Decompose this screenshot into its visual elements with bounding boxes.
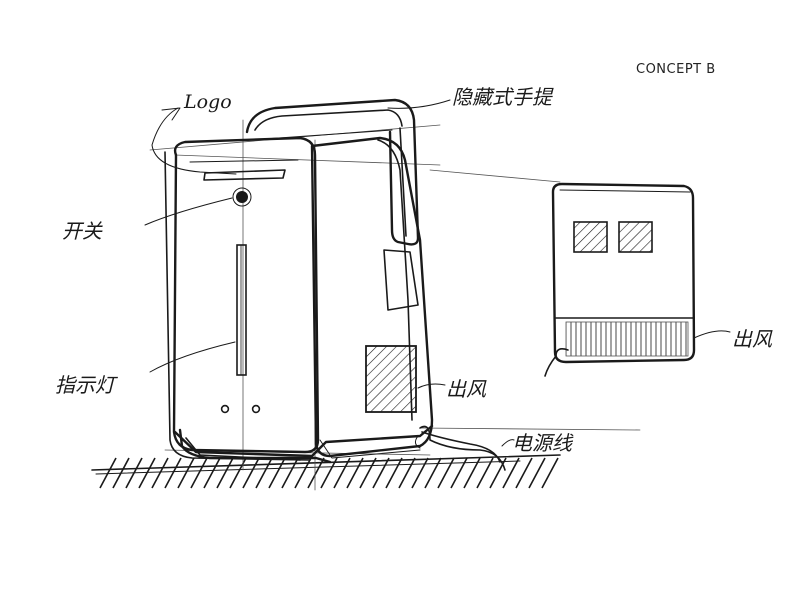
ground-stroke	[398, 457, 416, 489]
ground-stroke	[463, 457, 481, 489]
device-base	[173, 424, 434, 461]
annotation-vent-back: 出风	[732, 327, 773, 351]
ground-stroke	[502, 457, 520, 489]
ground-stroke	[437, 457, 455, 489]
back-view	[544, 182, 696, 377]
ground-stroke	[385, 457, 403, 489]
back-vent	[565, 321, 689, 357]
ground-stroke	[372, 457, 390, 489]
ground-stroke	[541, 457, 559, 489]
ground-stroke	[151, 457, 169, 489]
annotation-handle: 隐藏式手提	[452, 85, 554, 109]
annotation-switch: 开关	[62, 219, 103, 243]
power-cord	[414, 425, 506, 471]
ground-stroke	[294, 457, 312, 489]
ground-stroke	[138, 457, 156, 489]
front-port-right	[251, 404, 261, 414]
annotation-power-cord: 电源线	[512, 431, 574, 455]
ground-stroke	[255, 457, 273, 489]
back-window-left	[573, 221, 608, 253]
ground-stroke	[359, 457, 377, 489]
ground-stroke	[203, 457, 221, 489]
ground-stroke	[229, 457, 247, 489]
indicator-bar	[236, 244, 247, 376]
ground-stroke	[450, 457, 468, 489]
ground-stroke	[242, 457, 260, 489]
ground-stroke	[268, 457, 286, 489]
ground-stroke	[99, 457, 117, 489]
ground-stroke	[411, 457, 429, 489]
ground-stroke	[190, 457, 208, 489]
handle	[245, 98, 420, 246]
front-port-left	[220, 404, 230, 414]
annotation-indicator: 指示灯	[55, 373, 119, 397]
ground-stroke	[112, 457, 130, 489]
ground-stroke	[307, 457, 325, 489]
leader-lines	[144, 99, 731, 447]
ground-stroke	[333, 457, 351, 489]
ground-stroke	[281, 457, 299, 489]
logo-mark	[203, 169, 286, 181]
ground-stroke	[515, 457, 533, 489]
device-front	[164, 136, 332, 464]
ground-stroke	[164, 457, 182, 489]
annotation-vent-side: 出风	[446, 377, 487, 401]
device-side	[310, 136, 434, 458]
ground-stroke	[489, 457, 507, 489]
ground-stroke	[320, 457, 338, 489]
ground-stroke	[346, 457, 364, 489]
concept-label: CONCEPT B	[636, 62, 716, 77]
side-vent	[365, 345, 417, 413]
ground-stroke	[216, 457, 234, 489]
ground-stroke	[424, 457, 442, 489]
back-window-right	[618, 221, 653, 253]
ground-stroke	[125, 457, 143, 489]
annotation-logo: Logo	[183, 91, 232, 113]
ground-stroke	[177, 457, 195, 489]
switch-button	[236, 191, 248, 203]
ground-stroke	[528, 457, 546, 489]
ground-stroke	[476, 457, 494, 489]
